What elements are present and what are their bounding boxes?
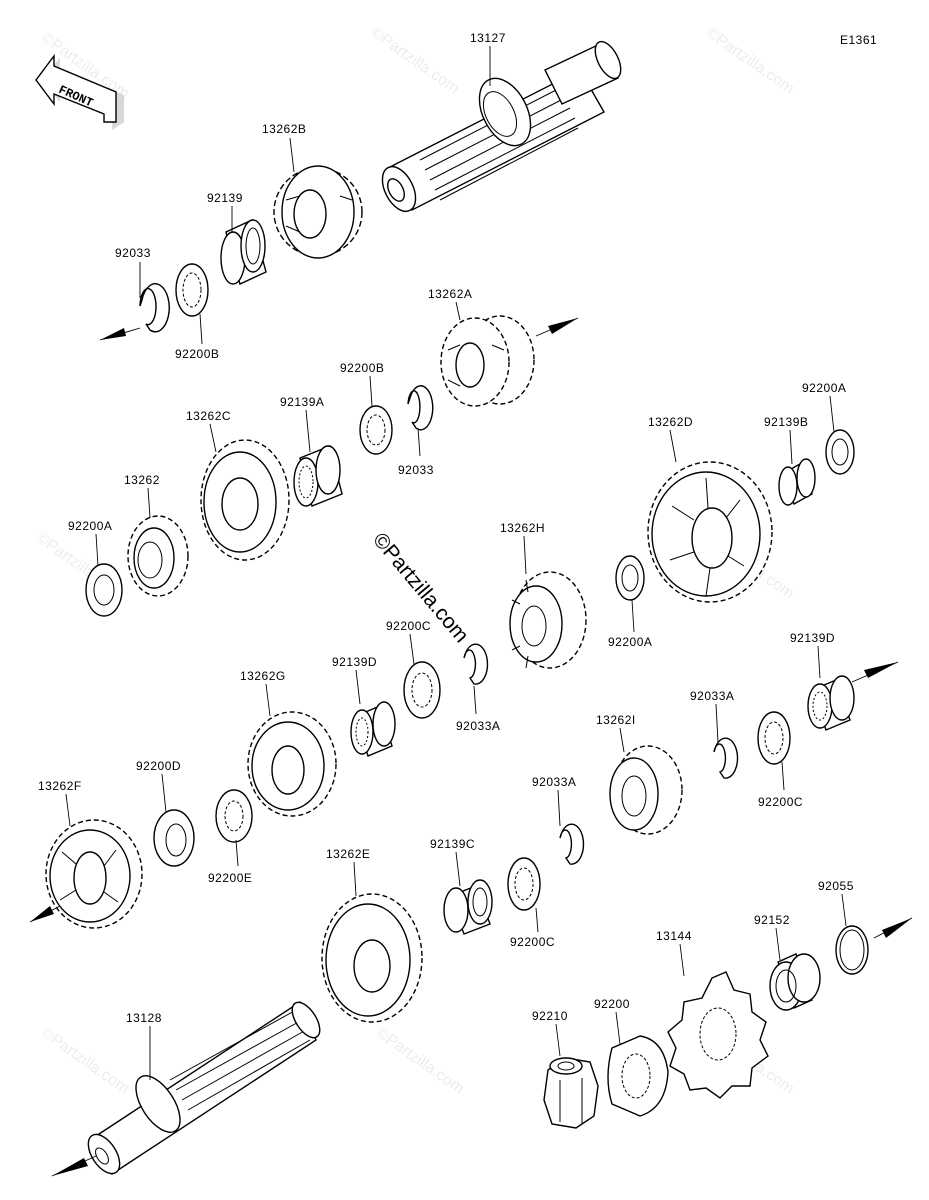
gear-13262 [127,515,189,597]
watermark: ©Partzilla.com [373,1024,467,1097]
washer-92200D [153,809,195,867]
watermark: ©Partzilla.com [38,1024,132,1097]
circlip-92033-mid [407,385,434,431]
washer-92200C-mid [403,661,441,719]
shaft-gear-teeth [478,77,532,147]
main-shaft-13127 [381,40,622,213]
circlip-92033-top [139,283,170,333]
washer-92200C-low [507,857,541,911]
watermark: ©Partzilla.com [368,24,462,97]
washer-92200B-mid [359,405,393,455]
part-label-13144[interactable]: 13144 [656,929,692,943]
washer-92200A-right [825,429,855,475]
part-label-92139[interactable]: 92139 [207,191,243,205]
gear-13262F [45,819,143,929]
part-label-92139B[interactable]: 92139B [764,415,808,429]
gear-13262G [247,711,337,817]
nut-92210 [543,1057,599,1129]
washer-92200A-center [615,555,645,601]
diagram-id: E1361 [840,33,877,47]
part-label-92139D-mid[interactable]: 92139D [332,655,377,669]
part-label-92200A-center[interactable]: 92200A [608,635,652,649]
washer-92200C-right [757,711,791,765]
gear-13262E [321,893,423,1023]
part-label-92200B-mid[interactable]: 92200B [340,361,384,375]
washer-92200B-top [175,263,209,317]
lock-washer-92200 [607,1035,669,1117]
part-label-13127[interactable]: 13127 [470,31,506,45]
circlip-92033A-right [713,737,739,779]
part-label-92033A-low[interactable]: 92033A [532,775,576,789]
part-label-92200[interactable]: 92200 [594,997,630,1011]
part-label-92200C-mid[interactable]: 92200C [386,619,431,633]
gear-13262D [647,461,773,603]
part-label-92200A-right[interactable]: 92200A [802,381,846,395]
part-label-13128[interactable]: 13128 [126,1011,162,1025]
part-label-92139C[interactable]: 92139C [430,837,475,851]
gear-13262A [440,315,535,407]
gear-13262I [609,745,683,835]
part-label-13262H[interactable]: 13262H [500,521,545,535]
part-label-92139D-right[interactable]: 92139D [790,631,835,645]
part-label-13262C[interactable]: 13262C [186,409,231,423]
part-label-92033A-mid[interactable]: 92033A [456,719,500,733]
bearing-92139C [443,879,493,935]
bearing-92139D-right [807,675,855,731]
part-label-13262[interactable]: 13262 [124,473,160,487]
gear-13262B [273,165,363,259]
part-label-13262A[interactable]: 13262A [428,287,472,301]
bearing-92139B [778,458,816,506]
part-label-92055[interactable]: 92055 [818,879,854,893]
drive-shaft-13128 [87,1000,321,1176]
part-label-92033A-right[interactable]: 92033A [690,689,734,703]
part-label-13262D[interactable]: 13262D [648,415,693,429]
part-label-92200C-low[interactable]: 92200C [510,935,555,949]
part-label-92033[interactable]: 92033 [115,246,151,260]
washer-92200A-left [85,563,123,617]
part-label-13262F[interactable]: 13262F [38,779,82,793]
part-label-92200E[interactable]: 92200E [208,871,252,885]
bearing-92139A [293,445,343,507]
part-label-13262B[interactable]: 13262B [262,122,306,136]
o-ring-92055 [835,925,869,975]
sprocket-13144 [667,971,769,1099]
washer-92200E [215,789,253,843]
bearing-92139 [220,219,267,285]
part-label-92033-mid[interactable]: 92033 [398,463,434,477]
part-label-13262I[interactable]: 13262I [596,713,636,727]
circlip-92033A-low [559,823,585,865]
bearing-92139D-mid [350,701,396,757]
collar-92152 [769,953,821,1011]
part-label-92200A-left[interactable]: 92200A [68,519,112,533]
gear-13262C [200,439,290,561]
gear-13262H [509,571,587,669]
circlip-92033A-mid [463,643,489,685]
watermark: ©Partzilla.com [703,24,797,97]
part-label-13262E[interactable]: 13262E [326,847,370,861]
part-label-92200C-right[interactable]: 92200C [758,795,803,809]
part-label-92139A[interactable]: 92139A [280,395,324,409]
part-label-13262G[interactable]: 13262G [240,669,286,683]
part-label-92152[interactable]: 92152 [754,913,790,927]
part-label-92200D[interactable]: 92200D [136,759,181,773]
part-label-92200B[interactable]: 92200B [175,347,219,361]
part-label-92210[interactable]: 92210 [532,1009,568,1023]
